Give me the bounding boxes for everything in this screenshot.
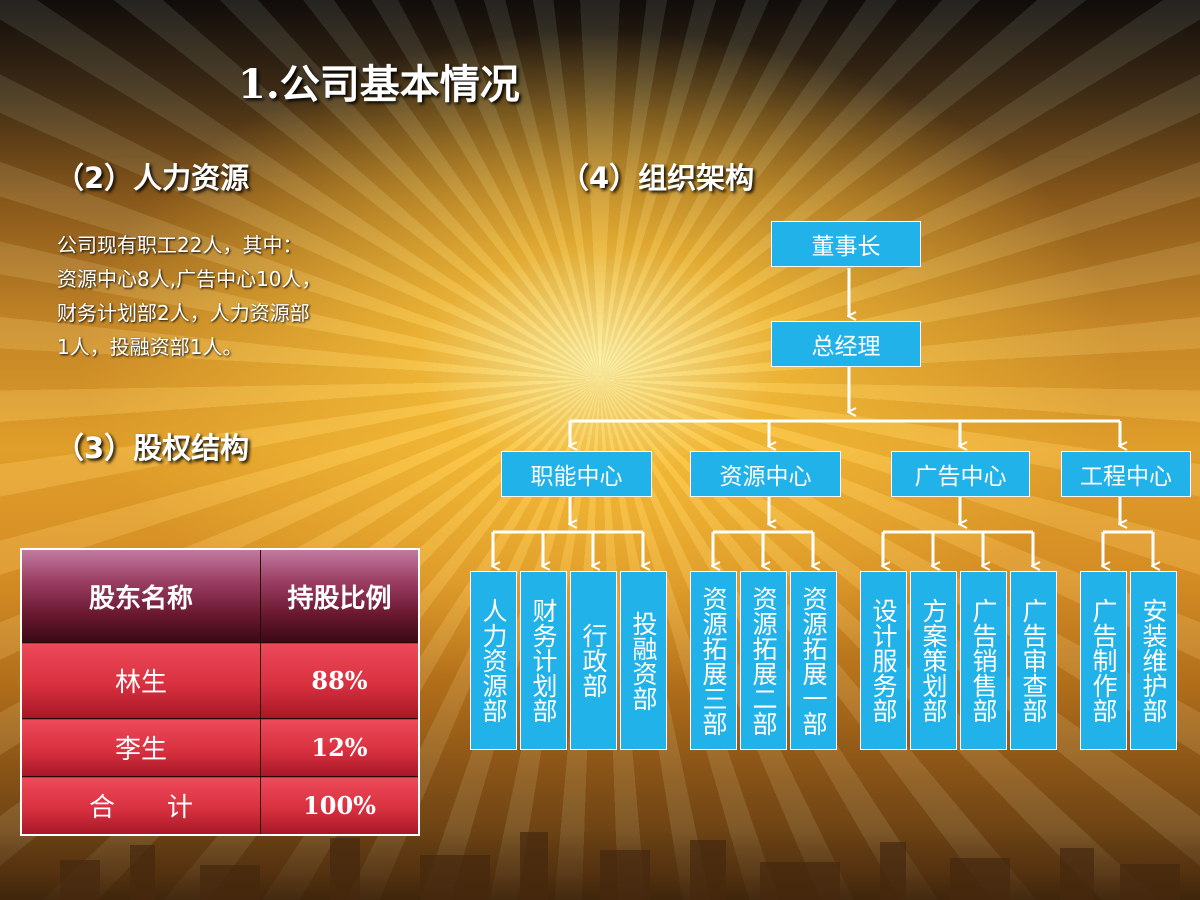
equity-heading: （3）股权结构 <box>55 431 250 465</box>
node-dept: 资源拓展三部 <box>690 571 737 750</box>
hr-line: 公司现有职工22人，其中： <box>57 233 303 257</box>
node-center-resources: 资源中心 <box>690 451 841 497</box>
org-heading: （4）组织架构 <box>560 161 755 195</box>
node-dept: 安装维护部 <box>1130 571 1177 750</box>
node-dept: 广告销售部 <box>960 571 1007 750</box>
shareholder-name: 李生 <box>20 718 261 777</box>
node-dept: 财务计划部 <box>520 571 567 750</box>
node-general-manager: 总经理 <box>771 321 921 367</box>
column-header-share: 持股比例 <box>260 548 420 643</box>
hr-line: 财务计划部2人，人力资源部 <box>57 301 310 325</box>
node-dept: 行政部 <box>570 571 617 750</box>
shareholder-name: 林生 <box>20 642 261 719</box>
node-center-advertising: 广告中心 <box>891 451 1030 497</box>
table-header-row: 股东名称 持股比例 <box>20 548 420 643</box>
node-dept: 广告审查部 <box>1010 571 1057 750</box>
hr-line: 1人，投融资部1人。 <box>57 335 243 359</box>
share-value: 88% <box>260 642 420 719</box>
city-skyline <box>0 830 1200 900</box>
node-center-engineering: 工程中心 <box>1061 451 1191 497</box>
hr-description: 公司现有职工22人，其中： 资源中心8人,广告中心10人， 财务计划部2人，人力… <box>57 228 417 364</box>
total-label: 合 计 <box>20 776 261 835</box>
table-row: 合 计 100% <box>20 776 420 835</box>
node-center-functional: 职能中心 <box>501 451 652 497</box>
table-row: 李生 12% <box>20 718 420 777</box>
node-dept: 人力资源部 <box>470 571 517 750</box>
share-value: 12% <box>260 718 420 777</box>
hr-line: 资源中心8人,广告中心10人， <box>57 267 322 291</box>
node-dept: 资源拓展二部 <box>740 571 787 750</box>
node-dept: 资源拓展一部 <box>790 571 837 750</box>
node-dept: 方案策划部 <box>910 571 957 750</box>
total-value: 100% <box>260 776 420 835</box>
node-dept: 投融资部 <box>620 571 667 750</box>
column-header-shareholder: 股东名称 <box>20 548 261 643</box>
page-title: 1.公司基本情况 <box>238 61 520 108</box>
node-chairman: 董事长 <box>771 221 921 267</box>
table-row: 林生 88% <box>20 642 420 719</box>
hr-heading: （2）人力资源 <box>55 161 250 195</box>
node-dept: 设计服务部 <box>860 571 907 750</box>
equity-table: 股东名称 持股比例 林生 88% 李生 12% 合 计 100% <box>20 548 420 836</box>
node-dept: 广告制作部 <box>1080 571 1127 750</box>
